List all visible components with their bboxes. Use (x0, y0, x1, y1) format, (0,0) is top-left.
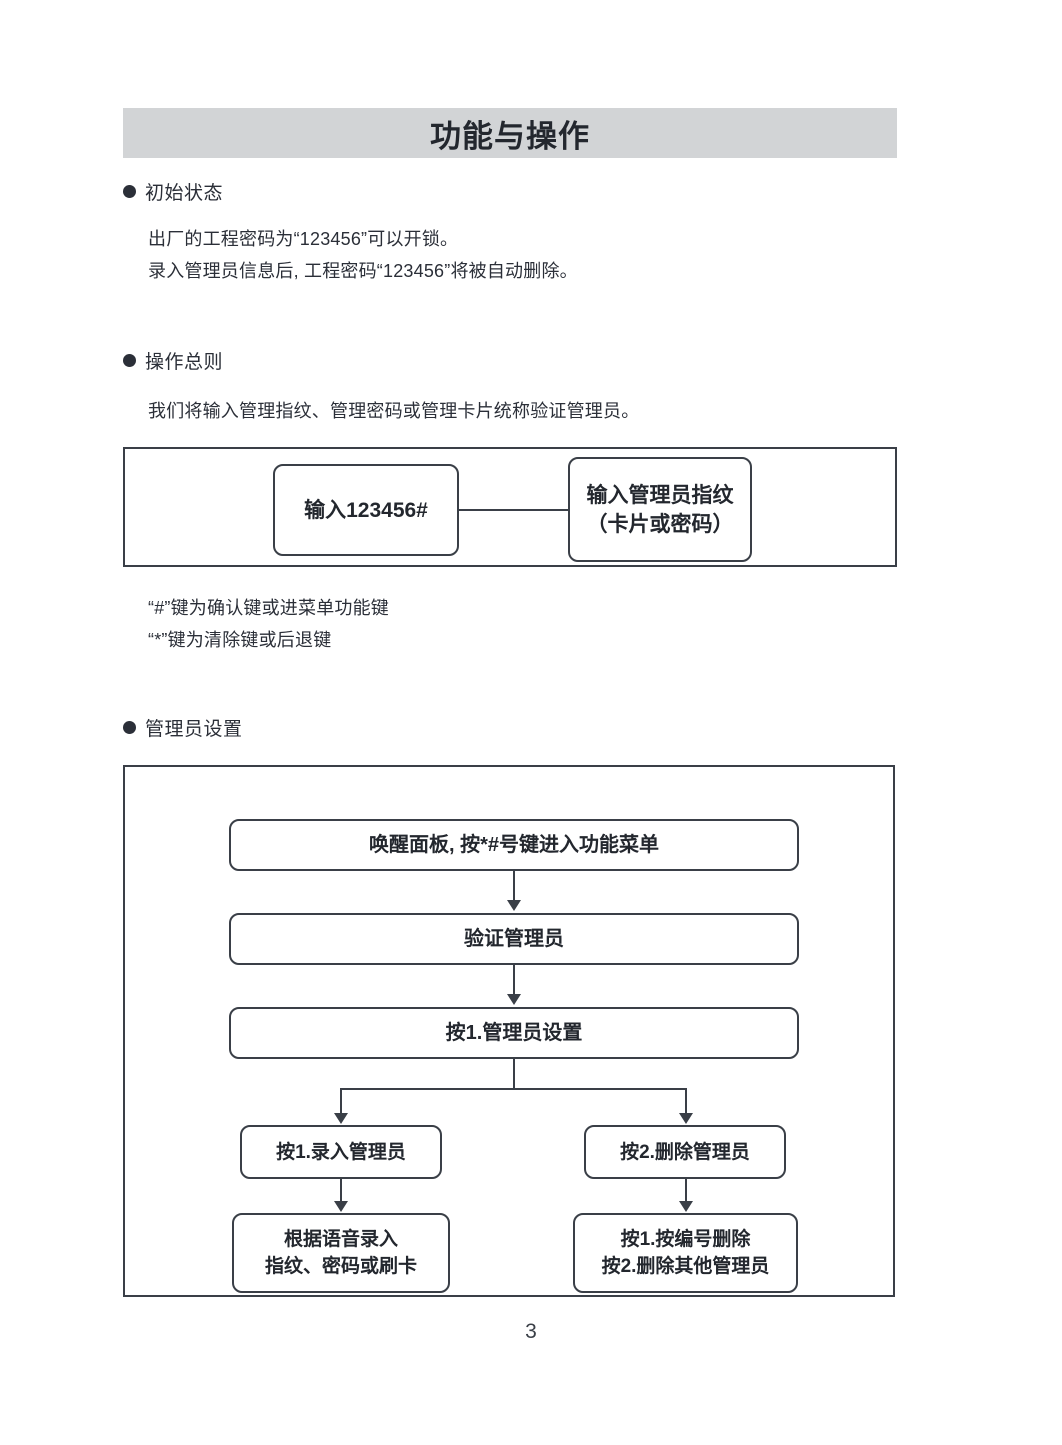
node-wake-panel-text: 唤醒面板, 按*#号键进入功能菜单 (368, 834, 660, 856)
connector-branch-left (340, 1088, 342, 1116)
bullet-icon (123, 185, 136, 198)
connector-wake-to-verify (513, 871, 515, 904)
section-heading-initial-state: 初始状态 (123, 178, 223, 205)
page-title: 功能与操作 (430, 118, 590, 154)
operation-rules-line-1: 我们将输入管理指纹、管理密码或管理卡片统称验证管理员。 (148, 401, 640, 421)
connector-input-to-verify (459, 509, 569, 511)
node-input-code-text: 输入123456# (304, 498, 428, 522)
page-title-banner: 功能与操作 (123, 108, 897, 158)
node-admin-verify-line-1: 输入管理员指纹 (586, 483, 734, 507)
note-hash-key: “#”键为确认键或进菜单功能键 (148, 598, 389, 618)
connector-enroll-to-detail (340, 1179, 342, 1204)
node-enroll-detail: 根据语音录入 指纹、密码或刷卡 (232, 1213, 450, 1293)
connector-branch-stem (513, 1059, 515, 1089)
section-heading-operation-rules: 操作总则 (123, 347, 223, 374)
arrow-verify-to-settings (507, 994, 521, 1005)
section-heading-label: 操作总则 (145, 352, 224, 373)
node-admin-settings: 按1.管理员设置 (229, 1007, 799, 1059)
node-admin-verify: 输入管理员指纹 （卡片或密码） (568, 457, 752, 562)
connector-delete-to-detail (685, 1179, 687, 1204)
node-admin-verify-line-2: （卡片或密码） (586, 512, 734, 536)
arrow-delete-to-detail (679, 1201, 693, 1212)
initial-state-line-2: 录入管理员信息后, 工程密码“123456”将被自动删除。 (148, 261, 578, 281)
note-star-key: “*”键为清除键或后退键 (148, 630, 332, 650)
node-delete-detail-line-1: 按1.按编号删除 (620, 1229, 751, 1250)
bullet-icon (123, 721, 136, 734)
page-number: 3 (525, 1320, 537, 1343)
admin-setup-diagram-frame: 唤醒面板, 按*#号键进入功能菜单 验证管理员 按1.管理员设置 按1.录入管理… (123, 765, 895, 1297)
section-heading-label: 管理员设置 (145, 719, 243, 740)
node-wake-panel: 唤醒面板, 按*#号键进入功能菜单 (229, 819, 799, 871)
initial-state-line-1: 出厂的工程密码为“123456”可以开锁。 (148, 229, 459, 249)
node-admin-settings-text: 按1.管理员设置 (445, 1022, 583, 1044)
node-enroll-detail-line-2: 指纹、密码或刷卡 (264, 1256, 417, 1277)
node-verify-admin-text: 验证管理员 (464, 928, 564, 950)
node-input-code: 输入123456# (273, 464, 459, 556)
section-heading-admin-settings: 管理员设置 (123, 714, 243, 741)
node-enroll-detail-line-1: 根据语音录入 (283, 1229, 398, 1250)
node-delete-admin-text: 按2.删除管理员 (620, 1141, 750, 1163)
connector-verify-to-settings (513, 965, 515, 998)
arrow-branch-right (679, 1113, 693, 1124)
verification-diagram-frame: 输入123456# 输入管理员指纹 （卡片或密码） (123, 447, 897, 567)
section-heading-label: 初始状态 (145, 183, 224, 204)
node-delete-detail-line-2: 按2.删除其他管理员 (601, 1256, 770, 1277)
arrow-branch-left (334, 1113, 348, 1124)
node-verify-admin: 验证管理员 (229, 913, 799, 965)
node-delete-detail: 按1.按编号删除 按2.删除其他管理员 (573, 1213, 798, 1293)
connector-branch-right (685, 1088, 687, 1116)
node-enroll-admin: 按1.录入管理员 (240, 1125, 442, 1179)
connector-branch-bar (340, 1088, 687, 1090)
node-enroll-admin-text: 按1.录入管理员 (276, 1141, 406, 1163)
arrow-wake-to-verify (507, 900, 521, 911)
arrow-enroll-to-detail (334, 1201, 348, 1212)
node-delete-admin: 按2.删除管理员 (584, 1125, 786, 1179)
bullet-icon (123, 354, 136, 367)
